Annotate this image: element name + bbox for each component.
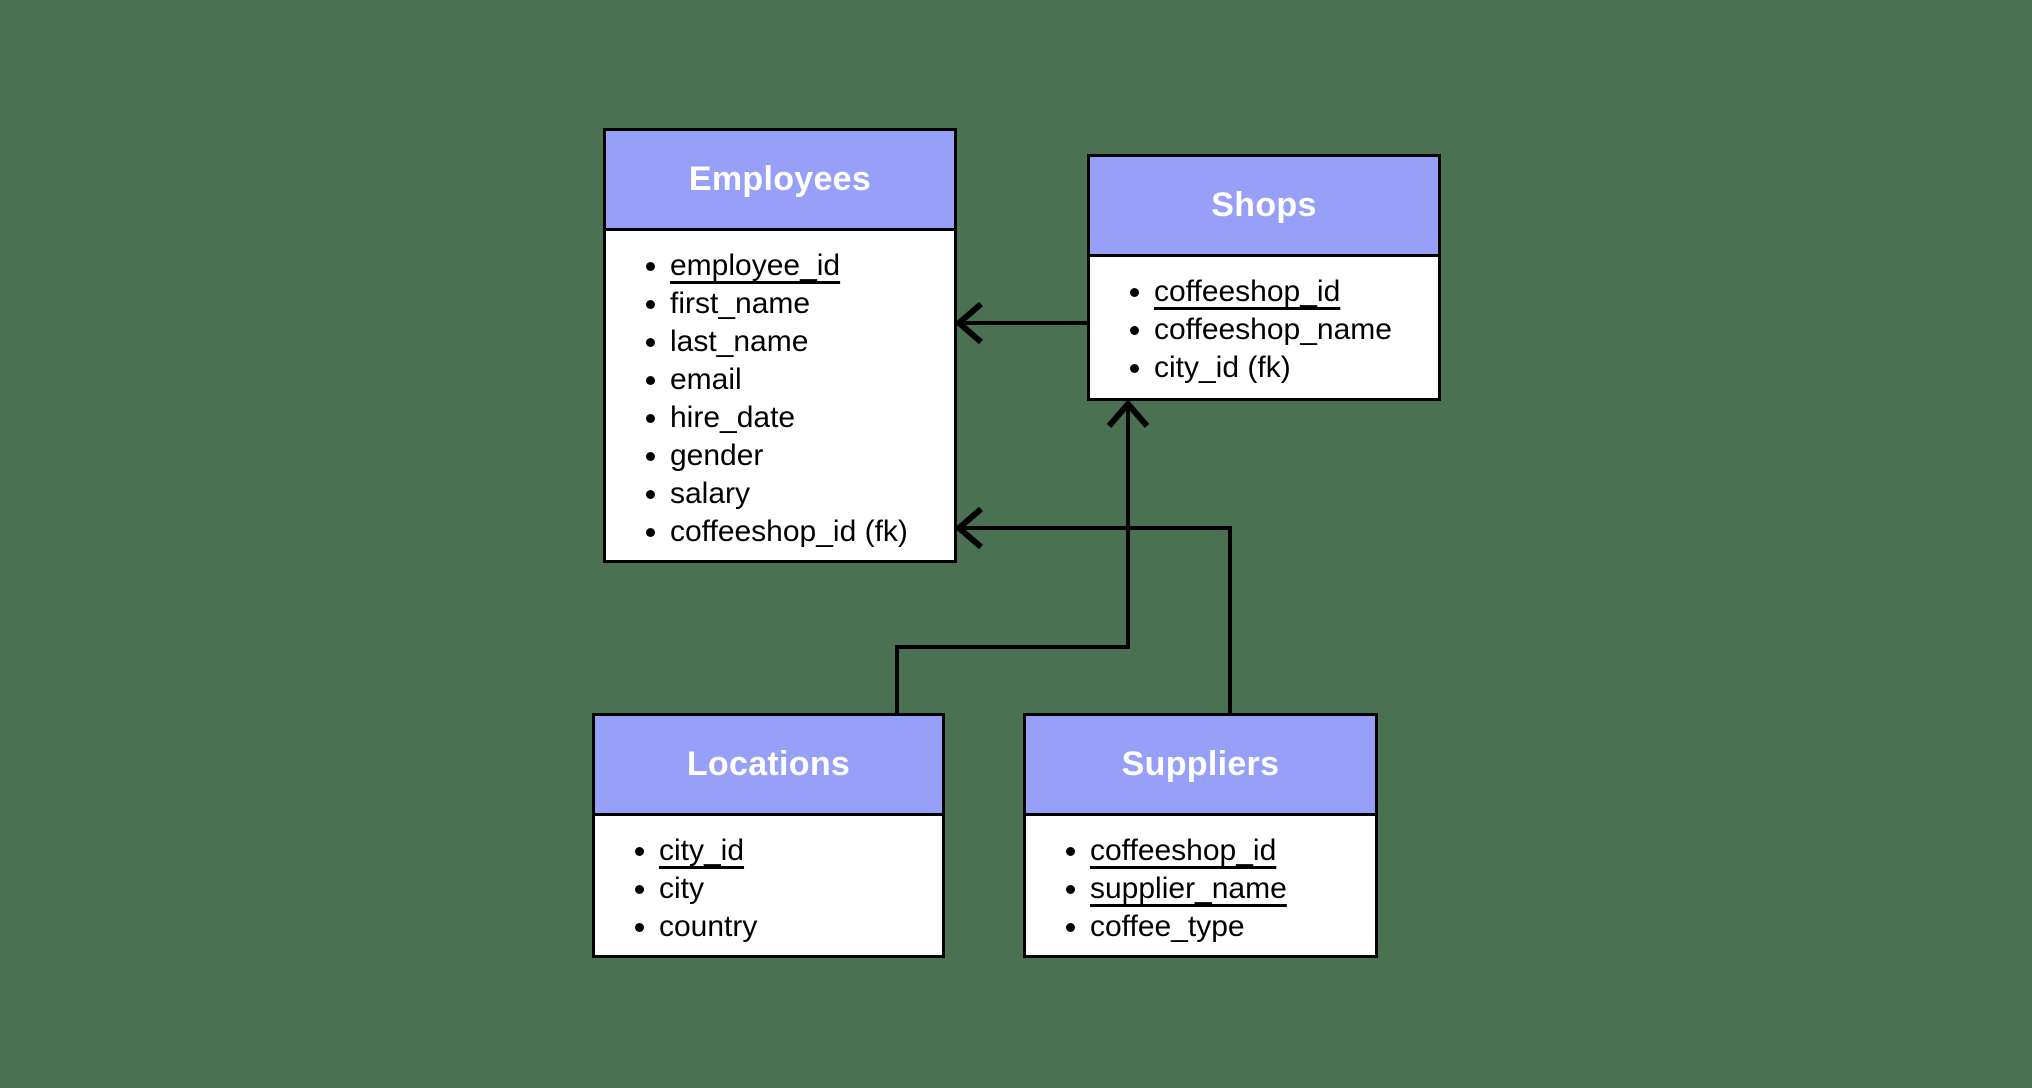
field-supplier-coffeeshop-id: coffeeshop_id (1090, 832, 1367, 870)
arrowhead-suppliers-to-employees-icon (954, 506, 983, 550)
table-locations-header: Locations (595, 716, 942, 816)
table-shops-header: Shops (1090, 157, 1438, 257)
connector-locations-to-shops (895, 408, 1130, 713)
connector-suppliers-to-employees (964, 526, 1232, 713)
field-coffeeshop-name: coffeeshop_name (1154, 311, 1430, 349)
field-employee-id: employee_id (670, 247, 946, 285)
table-locations: Locations city_id city country (592, 713, 945, 958)
table-suppliers-fields: coffeeshop_id supplier_name coffee_type (1026, 816, 1375, 946)
field-first-name: first_name (670, 285, 946, 323)
field-email: email (670, 361, 946, 399)
field-country: country (659, 908, 934, 946)
table-suppliers-header: Suppliers (1026, 716, 1375, 816)
table-suppliers-title: Suppliers (1121, 745, 1280, 783)
arrowhead-locations-to-shops-icon (1106, 399, 1150, 428)
table-locations-title: Locations (686, 745, 851, 783)
field-coffeeshop-id: coffeeshop_id (1154, 273, 1430, 311)
field-coffeeshop-id-fk: coffeeshop_id (fk) (670, 513, 946, 551)
field-coffee-type: coffee_type (1090, 908, 1367, 946)
field-city-id: city_id (659, 832, 934, 870)
field-city-id-fk: city_id (fk) (1154, 349, 1430, 387)
field-gender: gender (670, 437, 946, 475)
field-last-name: last_name (670, 323, 946, 361)
arrowhead-shops-to-employees-icon (954, 301, 983, 345)
table-employees-header: Employees (606, 131, 954, 231)
table-locations-fields: city_id city country (595, 816, 942, 946)
field-hire-date: hire_date (670, 399, 946, 437)
field-city: city (659, 870, 934, 908)
table-shops-title: Shops (1211, 186, 1317, 224)
field-salary: salary (670, 475, 946, 513)
table-shops-fields: coffeeshop_id coffeeshop_name city_id (f… (1090, 257, 1438, 387)
table-suppliers: Suppliers coffeeshop_id supplier_name co… (1023, 713, 1378, 958)
table-employees: Employees employee_id first_name last_na… (603, 128, 957, 563)
table-employees-title: Employees (688, 160, 872, 198)
field-supplier-name: supplier_name (1090, 870, 1367, 908)
table-employees-fields: employee_id first_name last_name email h… (606, 231, 954, 551)
table-shops: Shops coffeeshop_id coffeeshop_name city… (1087, 154, 1441, 401)
